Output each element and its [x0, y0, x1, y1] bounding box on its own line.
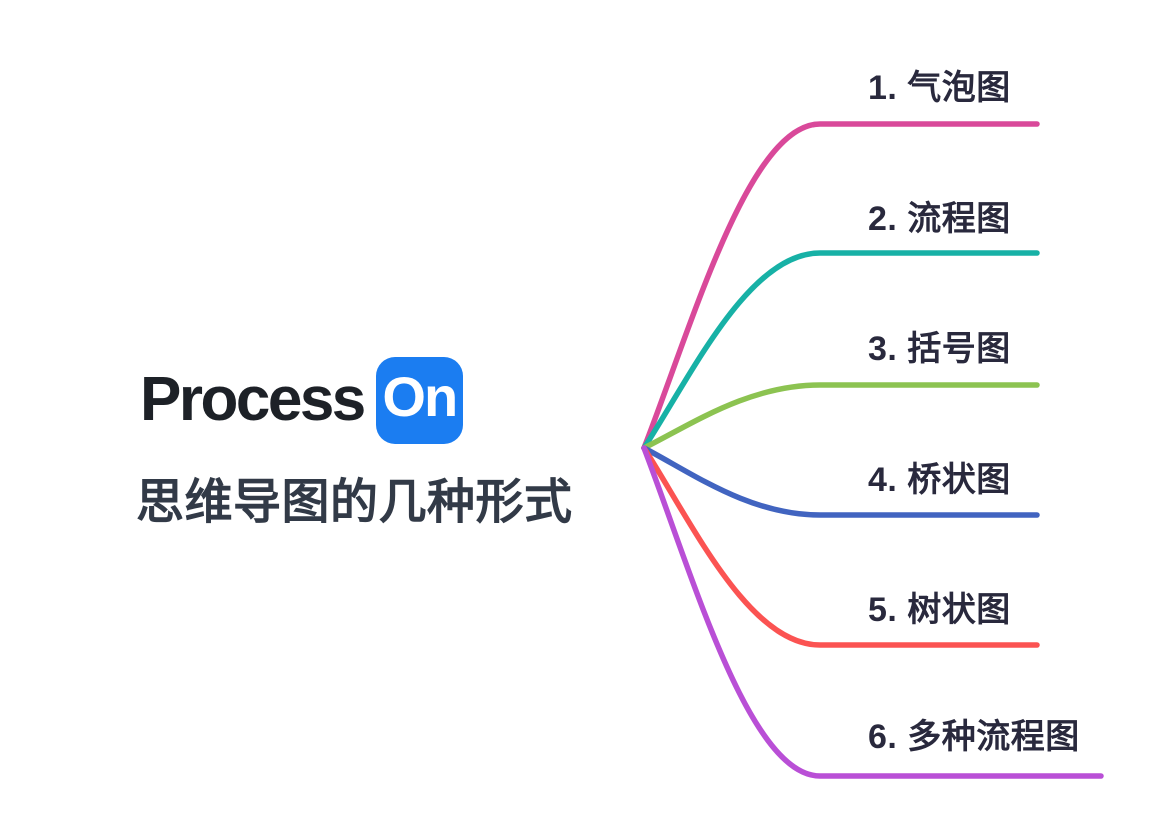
- branch-node-5[interactable]: 5. 树状图: [868, 591, 1011, 629]
- branch-node-1[interactable]: 1. 气泡图: [868, 69, 1011, 107]
- branch-curve-3: [641, 382, 1040, 451]
- branch-curve-5: [641, 445, 1040, 648]
- branch-curve-1: [641, 121, 1040, 451]
- processon-logo-badge-text: On: [382, 365, 458, 428]
- central-topic-node[interactable]: 思维导图的几种形式: [136, 476, 573, 529]
- processon-logo: Process On: [140, 355, 463, 445]
- branch-curve-6: [641, 445, 1104, 779]
- branch-curve-2: [641, 250, 1040, 451]
- branch-node-2[interactable]: 2. 流程图: [868, 200, 1011, 238]
- processon-logo-text: Process: [140, 365, 366, 434]
- processon-logo-badge: On: [375, 356, 463, 444]
- branch-node-3[interactable]: 3. 括号图: [868, 330, 1011, 368]
- branch-curve-4: [641, 445, 1040, 518]
- branch-node-4[interactable]: 4. 桥状图: [868, 461, 1011, 499]
- branch-node-6[interactable]: 6. 多种流程图: [868, 718, 1080, 756]
